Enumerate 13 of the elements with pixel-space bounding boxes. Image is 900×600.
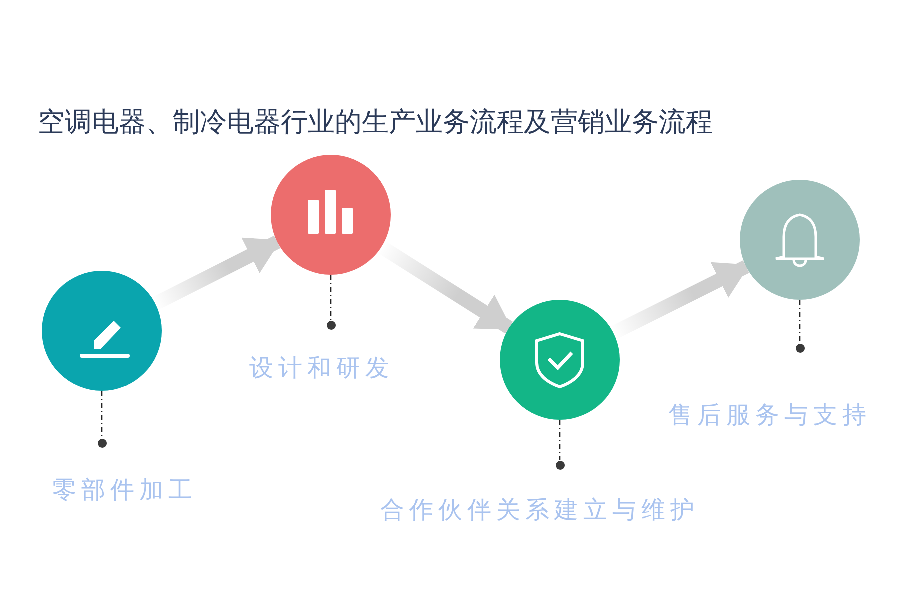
leader-dot <box>98 438 106 448</box>
leader-line <box>799 300 801 344</box>
leader-dot <box>796 344 804 352</box>
step-label: 设计和研发 <box>250 353 394 384</box>
leader-dot <box>326 320 336 330</box>
step-label: 合作伙伴关系建立与维护 <box>380 495 700 526</box>
leader-line <box>559 420 561 460</box>
step-label: 售后服务与支持 <box>668 400 872 431</box>
title: 空调电器、制冷电器行业的生产业务流程及营销业务流程 <box>38 106 713 140</box>
leader-line <box>330 275 332 320</box>
step-label: 零部件加工 <box>52 475 198 506</box>
leader-line <box>101 391 103 438</box>
leader-dot <box>556 460 564 470</box>
